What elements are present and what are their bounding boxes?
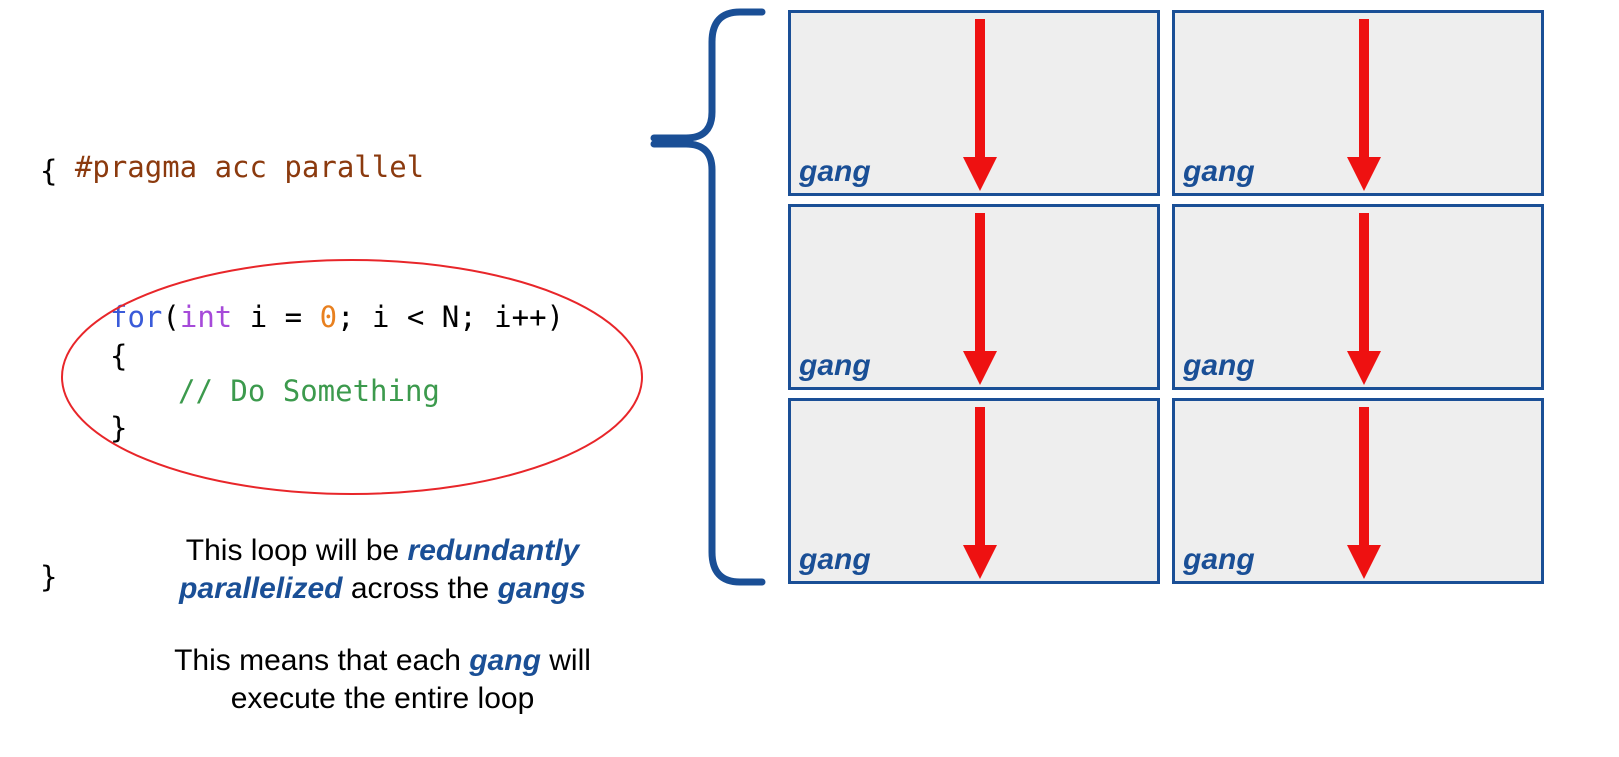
down-arrow-icon <box>1347 407 1381 579</box>
loop-highlight-ellipse <box>61 259 643 495</box>
arrow-shaft <box>975 213 985 353</box>
arrow-shaft <box>1359 213 1369 353</box>
gang-box: gang <box>1172 398 1544 584</box>
caption-redundant: This loop will be redundantly paralleliz… <box>130 532 635 608</box>
gang-box: gang <box>788 204 1160 390</box>
pragma-line: #pragma acc parallel <box>40 116 424 184</box>
loop-zero: 0 <box>319 300 338 334</box>
curly-brace <box>650 8 766 586</box>
inner-open-brace: { <box>110 339 128 373</box>
gang-label: gang <box>799 543 871 576</box>
caption1-em-redundantly: redundantly <box>407 534 580 567</box>
for-keyword: for <box>110 300 163 334</box>
caption1-part1: This loop will be <box>185 534 408 567</box>
inner-close-brace: } <box>110 411 128 445</box>
arrow-head <box>963 545 997 579</box>
arrow-shaft <box>1359 19 1369 159</box>
caption1-em-parallelized: parallelized <box>179 572 343 605</box>
for-loop-line: for(int i = 0; i < N; i++) <box>110 300 564 334</box>
outer-open-brace: { <box>40 154 58 188</box>
gang-label: gang <box>799 155 871 188</box>
loop-condition: ; i < N; i++) <box>337 300 565 334</box>
gang-label: gang <box>1183 155 1255 188</box>
caption1-em-gangs: gangs <box>497 572 586 605</box>
gang-box: gang <box>788 10 1160 196</box>
caption1-part2: across the <box>342 572 498 605</box>
arrow-head <box>963 157 997 191</box>
pragma-directive: #pragma acc parallel <box>74 150 425 184</box>
caption-each-gang: This means that each gang will execute t… <box>130 642 635 718</box>
gang-label: gang <box>799 349 871 382</box>
down-arrow-icon <box>963 19 997 191</box>
arrow-shaft <box>975 407 985 547</box>
caption2-em-gang: gang <box>469 644 541 677</box>
down-arrow-icon <box>1347 19 1381 191</box>
loop-comment: // Do Something <box>178 374 440 408</box>
arrow-shaft <box>1359 407 1369 547</box>
down-arrow-icon <box>963 407 997 579</box>
caption2-line2: execute the entire loop <box>230 682 535 715</box>
arrow-head <box>1347 545 1381 579</box>
gang-box: gang <box>1172 10 1544 196</box>
arrow-head <box>1347 351 1381 385</box>
down-arrow-icon <box>1347 213 1381 385</box>
arrow-head <box>1347 157 1381 191</box>
int-keyword: int <box>179 300 233 334</box>
gang-label: gang <box>1183 543 1255 576</box>
caption2-part2: will <box>540 644 591 677</box>
arrow-head <box>963 351 997 385</box>
down-arrow-icon <box>963 213 997 385</box>
arrow-shaft <box>975 19 985 159</box>
gang-box: gang <box>788 398 1160 584</box>
loop-init: i = <box>232 300 320 334</box>
gang-label: gang <box>1183 349 1255 382</box>
caption2-part1: This means that each <box>174 644 470 677</box>
for-paren: ( <box>162 300 180 334</box>
gang-box: gang <box>1172 204 1544 390</box>
outer-close-brace: } <box>40 560 58 594</box>
